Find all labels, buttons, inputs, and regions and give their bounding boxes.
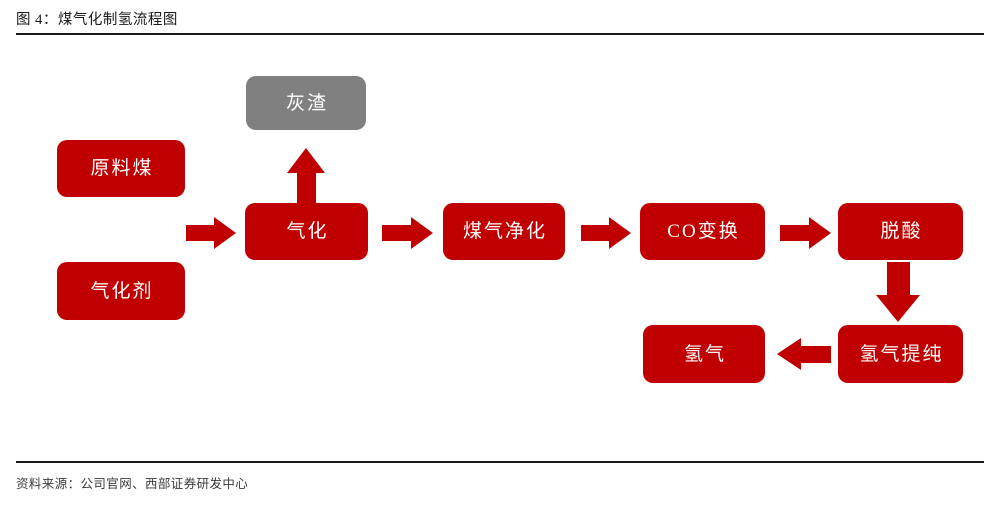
- flow-node-h2-purify: 氢气提纯: [838, 325, 963, 383]
- arrow-head: [609, 217, 631, 249]
- flow-node-gasifier-agent: 气化剂: [57, 262, 185, 320]
- source-divider: [16, 461, 984, 463]
- arrow-shaft: [382, 225, 412, 241]
- flow-node-label: 气化剂: [90, 280, 154, 302]
- arrow-shaft: [887, 262, 910, 296]
- flow-node-gas-cleaning: 煤气净化: [443, 203, 565, 260]
- flow-node-label: 氢气: [683, 343, 726, 365]
- arrow-shaft: [799, 346, 831, 363]
- arrow-head: [777, 338, 801, 370]
- flow-node-hydrogen: 氢气: [643, 325, 765, 383]
- arrow-shaft: [780, 225, 810, 241]
- flow-node-label: 氢气提纯: [859, 343, 944, 365]
- flow-arrow-down-icon: [876, 262, 921, 322]
- flow-arrow-left-icon: [777, 338, 831, 371]
- figure-source: 资料来源：公司官网、西部证券研发中心: [16, 477, 249, 491]
- flow-node-label: CO变换: [667, 221, 740, 242]
- flow-node-label: 煤气净化: [462, 221, 547, 242]
- flow-arrow-up-icon: [287, 148, 326, 204]
- flow-node-label: 灰渣: [285, 92, 328, 114]
- flow-node-ash-slag: 灰渣: [246, 76, 366, 130]
- flow-node-gasification: 气化: [245, 203, 368, 260]
- arrow-head: [287, 148, 325, 173]
- arrow-head: [876, 295, 920, 322]
- title-divider: [16, 33, 984, 35]
- flow-arrow-right-icon: [581, 217, 631, 249]
- flow-node-raw-coal: 原料煤: [57, 140, 185, 197]
- arrow-shaft: [581, 225, 610, 241]
- figure-title: 图 4：煤气化制氢流程图: [16, 12, 178, 28]
- arrow-head: [809, 217, 831, 249]
- flow-node-deacidification: 脱酸: [838, 203, 963, 260]
- flow-arrow-right-icon: [780, 217, 831, 249]
- flow-arrow-right-icon: [382, 217, 433, 249]
- flow-node-label: 原料煤: [90, 158, 154, 179]
- flow-node-label: 气化: [286, 221, 329, 242]
- flow-arrow-right-icon: [186, 217, 236, 249]
- arrow-shaft: [186, 225, 215, 241]
- arrow-shaft: [296, 172, 317, 204]
- arrow-head: [214, 217, 236, 249]
- flow-node-co-shift: CO变换: [640, 203, 765, 260]
- arrow-head: [411, 217, 433, 249]
- flow-node-label: 脱酸: [880, 221, 923, 242]
